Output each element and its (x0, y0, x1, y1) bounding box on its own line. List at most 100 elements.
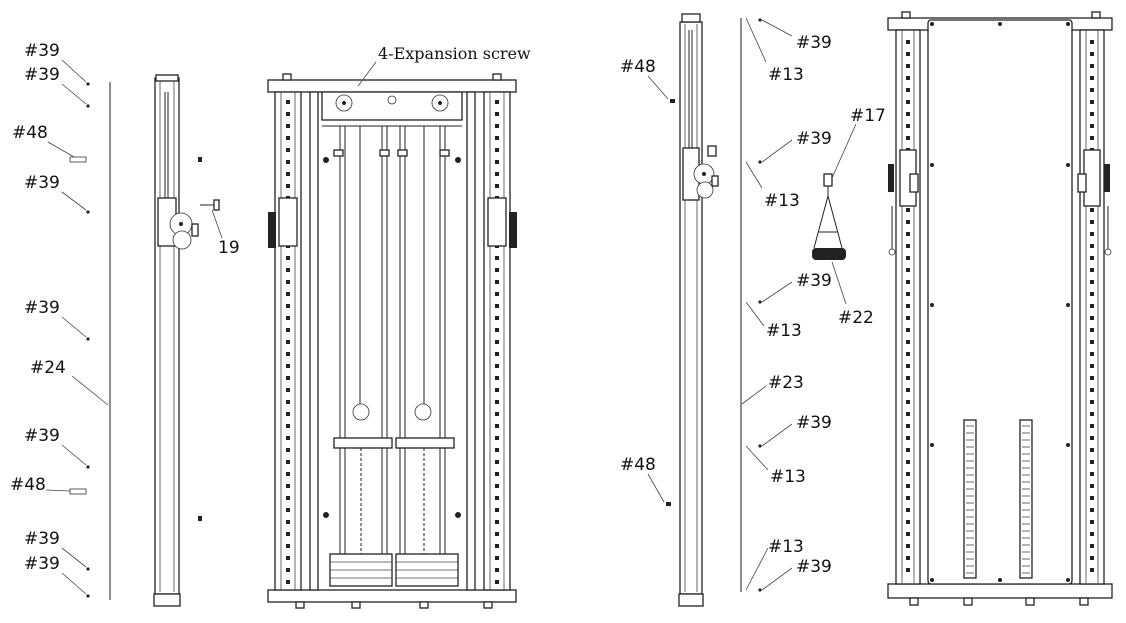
leader-line (831, 123, 857, 179)
upright-hole (906, 316, 910, 320)
upright-hole (906, 568, 910, 572)
upright-hole (906, 256, 910, 260)
leader-line (761, 567, 793, 591)
upright-hole (906, 532, 910, 536)
upright-hole (286, 460, 290, 464)
upright-hole (286, 136, 290, 140)
leader-line (761, 281, 793, 303)
leader-line (61, 547, 87, 568)
part-dot (86, 465, 90, 469)
label-part-17: #17 (850, 106, 886, 126)
upright-hole (906, 136, 910, 140)
upright-hole (286, 508, 290, 512)
leader-line (761, 423, 793, 447)
upright-hole (286, 436, 290, 440)
label-part-19: 19 (218, 238, 240, 258)
upright-hole (495, 160, 499, 164)
upright-hole (286, 160, 290, 164)
upright-hole (286, 484, 290, 488)
upright-hole (495, 544, 499, 548)
upright-hole (906, 484, 910, 488)
left-exploded-parts: #39 #39 #48 #39 #39 #24 #39 #48 #39 #39 (10, 41, 111, 600)
upright-hole (495, 520, 499, 524)
label-part: #48 (620, 455, 656, 475)
upright-hole (906, 76, 910, 80)
weight-selector-right (1019, 419, 1033, 579)
upright-hole (906, 64, 910, 68)
label-expansion-screw: 4-Expansion screw (378, 44, 531, 63)
upright-hole (495, 580, 499, 584)
upright-hole (495, 496, 499, 500)
part-dot (86, 337, 90, 341)
leader-line (647, 75, 669, 100)
column-upright (154, 77, 180, 595)
upright-hole (495, 364, 499, 368)
upright-hole (495, 316, 499, 320)
upright-hole (286, 520, 290, 524)
upright-hole (906, 328, 910, 332)
label-part: #39 (24, 554, 60, 574)
upright-hole (495, 148, 499, 152)
upright-hole (286, 100, 290, 104)
leader-line (745, 301, 765, 327)
upright-hole (1090, 484, 1094, 488)
upright-hole (906, 448, 910, 452)
upright-hole (495, 508, 499, 512)
upright-hole (1090, 112, 1094, 116)
upright-hole (1090, 436, 1094, 440)
upright-hole (495, 328, 499, 332)
part-dot (86, 210, 90, 214)
upright-hole (1090, 400, 1094, 404)
leader-line (745, 161, 763, 189)
upright-hole (495, 100, 499, 104)
upright-hole (286, 328, 290, 332)
leader-line (61, 83, 87, 105)
upright-hole (906, 352, 910, 356)
upright-hole (1090, 376, 1094, 380)
upright-hole (906, 556, 910, 560)
upright-hole (286, 400, 290, 404)
upright-hole (495, 460, 499, 464)
upright-hole (286, 112, 290, 116)
stirrup-handle: #17 #22 (812, 106, 886, 328)
label-part: #23 (768, 373, 804, 393)
right-side-column: #48 #48 #39 #13 #39 #13 #39 #13 #23 #39 … (620, 13, 832, 607)
leader-line (61, 572, 87, 595)
upright-hole (1090, 64, 1094, 68)
upright-hole (1090, 232, 1094, 236)
upright-hole (495, 568, 499, 572)
upright-hole (495, 484, 499, 488)
upright-hole (1090, 100, 1094, 104)
upright-hole (286, 352, 290, 356)
upright-hole (286, 364, 290, 368)
label-part: #48 (10, 475, 46, 495)
label-part: #39 (796, 413, 832, 433)
upright-hole (1090, 52, 1094, 56)
upright-hole (286, 376, 290, 380)
upright-hole (906, 220, 910, 224)
upright-hole (286, 340, 290, 344)
rear-view-machine (887, 11, 1113, 606)
upright-hole (1090, 316, 1094, 320)
column-foot (153, 593, 181, 607)
upright-hole (906, 376, 910, 380)
leader-line (761, 19, 793, 37)
upright-hole (495, 376, 499, 380)
top-crossbar (267, 79, 517, 93)
upright-hole (286, 448, 290, 452)
part-dot (86, 594, 90, 598)
upright-hole (495, 112, 499, 116)
leader-line (61, 444, 87, 466)
upright-hole (1090, 76, 1094, 80)
upright-hole (1090, 424, 1094, 428)
upright-hole (906, 496, 910, 500)
upright-hole (906, 460, 910, 464)
upright-hole (906, 364, 910, 368)
bottom-base (267, 589, 517, 603)
upright-hole (1090, 472, 1094, 476)
upright-hole (906, 340, 910, 344)
upright-hole (495, 304, 499, 308)
upright-hole (906, 412, 910, 416)
upright-hole (906, 436, 910, 440)
leader-line (47, 141, 75, 158)
